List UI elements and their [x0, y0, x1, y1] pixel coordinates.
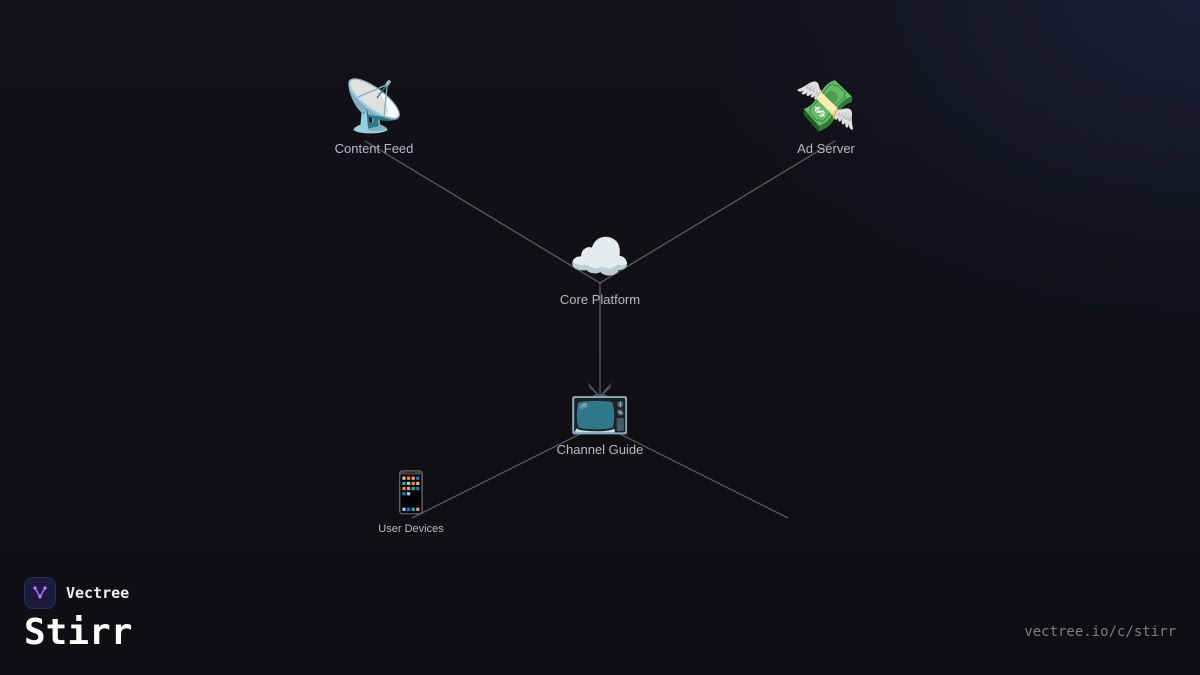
- brand-name: Vectree: [66, 584, 130, 602]
- page-title: Stirr: [24, 612, 133, 653]
- node-label: Core Platform: [559, 292, 641, 307]
- edge-channel-guide-unlabeled: [619, 433, 789, 519]
- money-with-wings-icon: 💸: [794, 77, 858, 135]
- node-content-feed[interactable]: 📡 Content Feed: [335, 81, 414, 156]
- brand-row: Vectree: [24, 577, 132, 609]
- node-user-devices[interactable]: 📱 User Devices: [378, 473, 443, 535]
- node-label: Ad Server: [797, 141, 855, 156]
- node-channel-guide[interactable]: 📺 Channel Guide: [557, 382, 644, 457]
- node-ad-server[interactable]: 💸 Ad Server: [795, 81, 857, 156]
- television-icon: 📺: [568, 378, 632, 436]
- vectree-logo-icon: [24, 577, 56, 609]
- node-label: Channel Guide: [556, 442, 644, 457]
- node-label: User Devices: [378, 523, 444, 535]
- cloud-icon: ☁️: [568, 228, 632, 286]
- brand-block: Vectree Stirr: [24, 577, 132, 654]
- edge-content-feed-core-platform: [364, 140, 601, 284]
- satellite-antenna-icon: 📡: [342, 77, 406, 135]
- edge-arrowhead: [588, 385, 612, 398]
- node-label: Content Feed: [334, 141, 414, 156]
- edge-channel-guide-user-devices: [411, 433, 581, 519]
- mobile-phone-icon: 📱: [386, 470, 436, 516]
- edge-ad-server-core-platform: [599, 140, 836, 284]
- page-url[interactable]: vectree.io/c/stirr: [1024, 624, 1176, 640]
- vectree-logo-mark: [33, 586, 47, 599]
- node-core-platform[interactable]: ☁️ Core Platform: [560, 232, 640, 307]
